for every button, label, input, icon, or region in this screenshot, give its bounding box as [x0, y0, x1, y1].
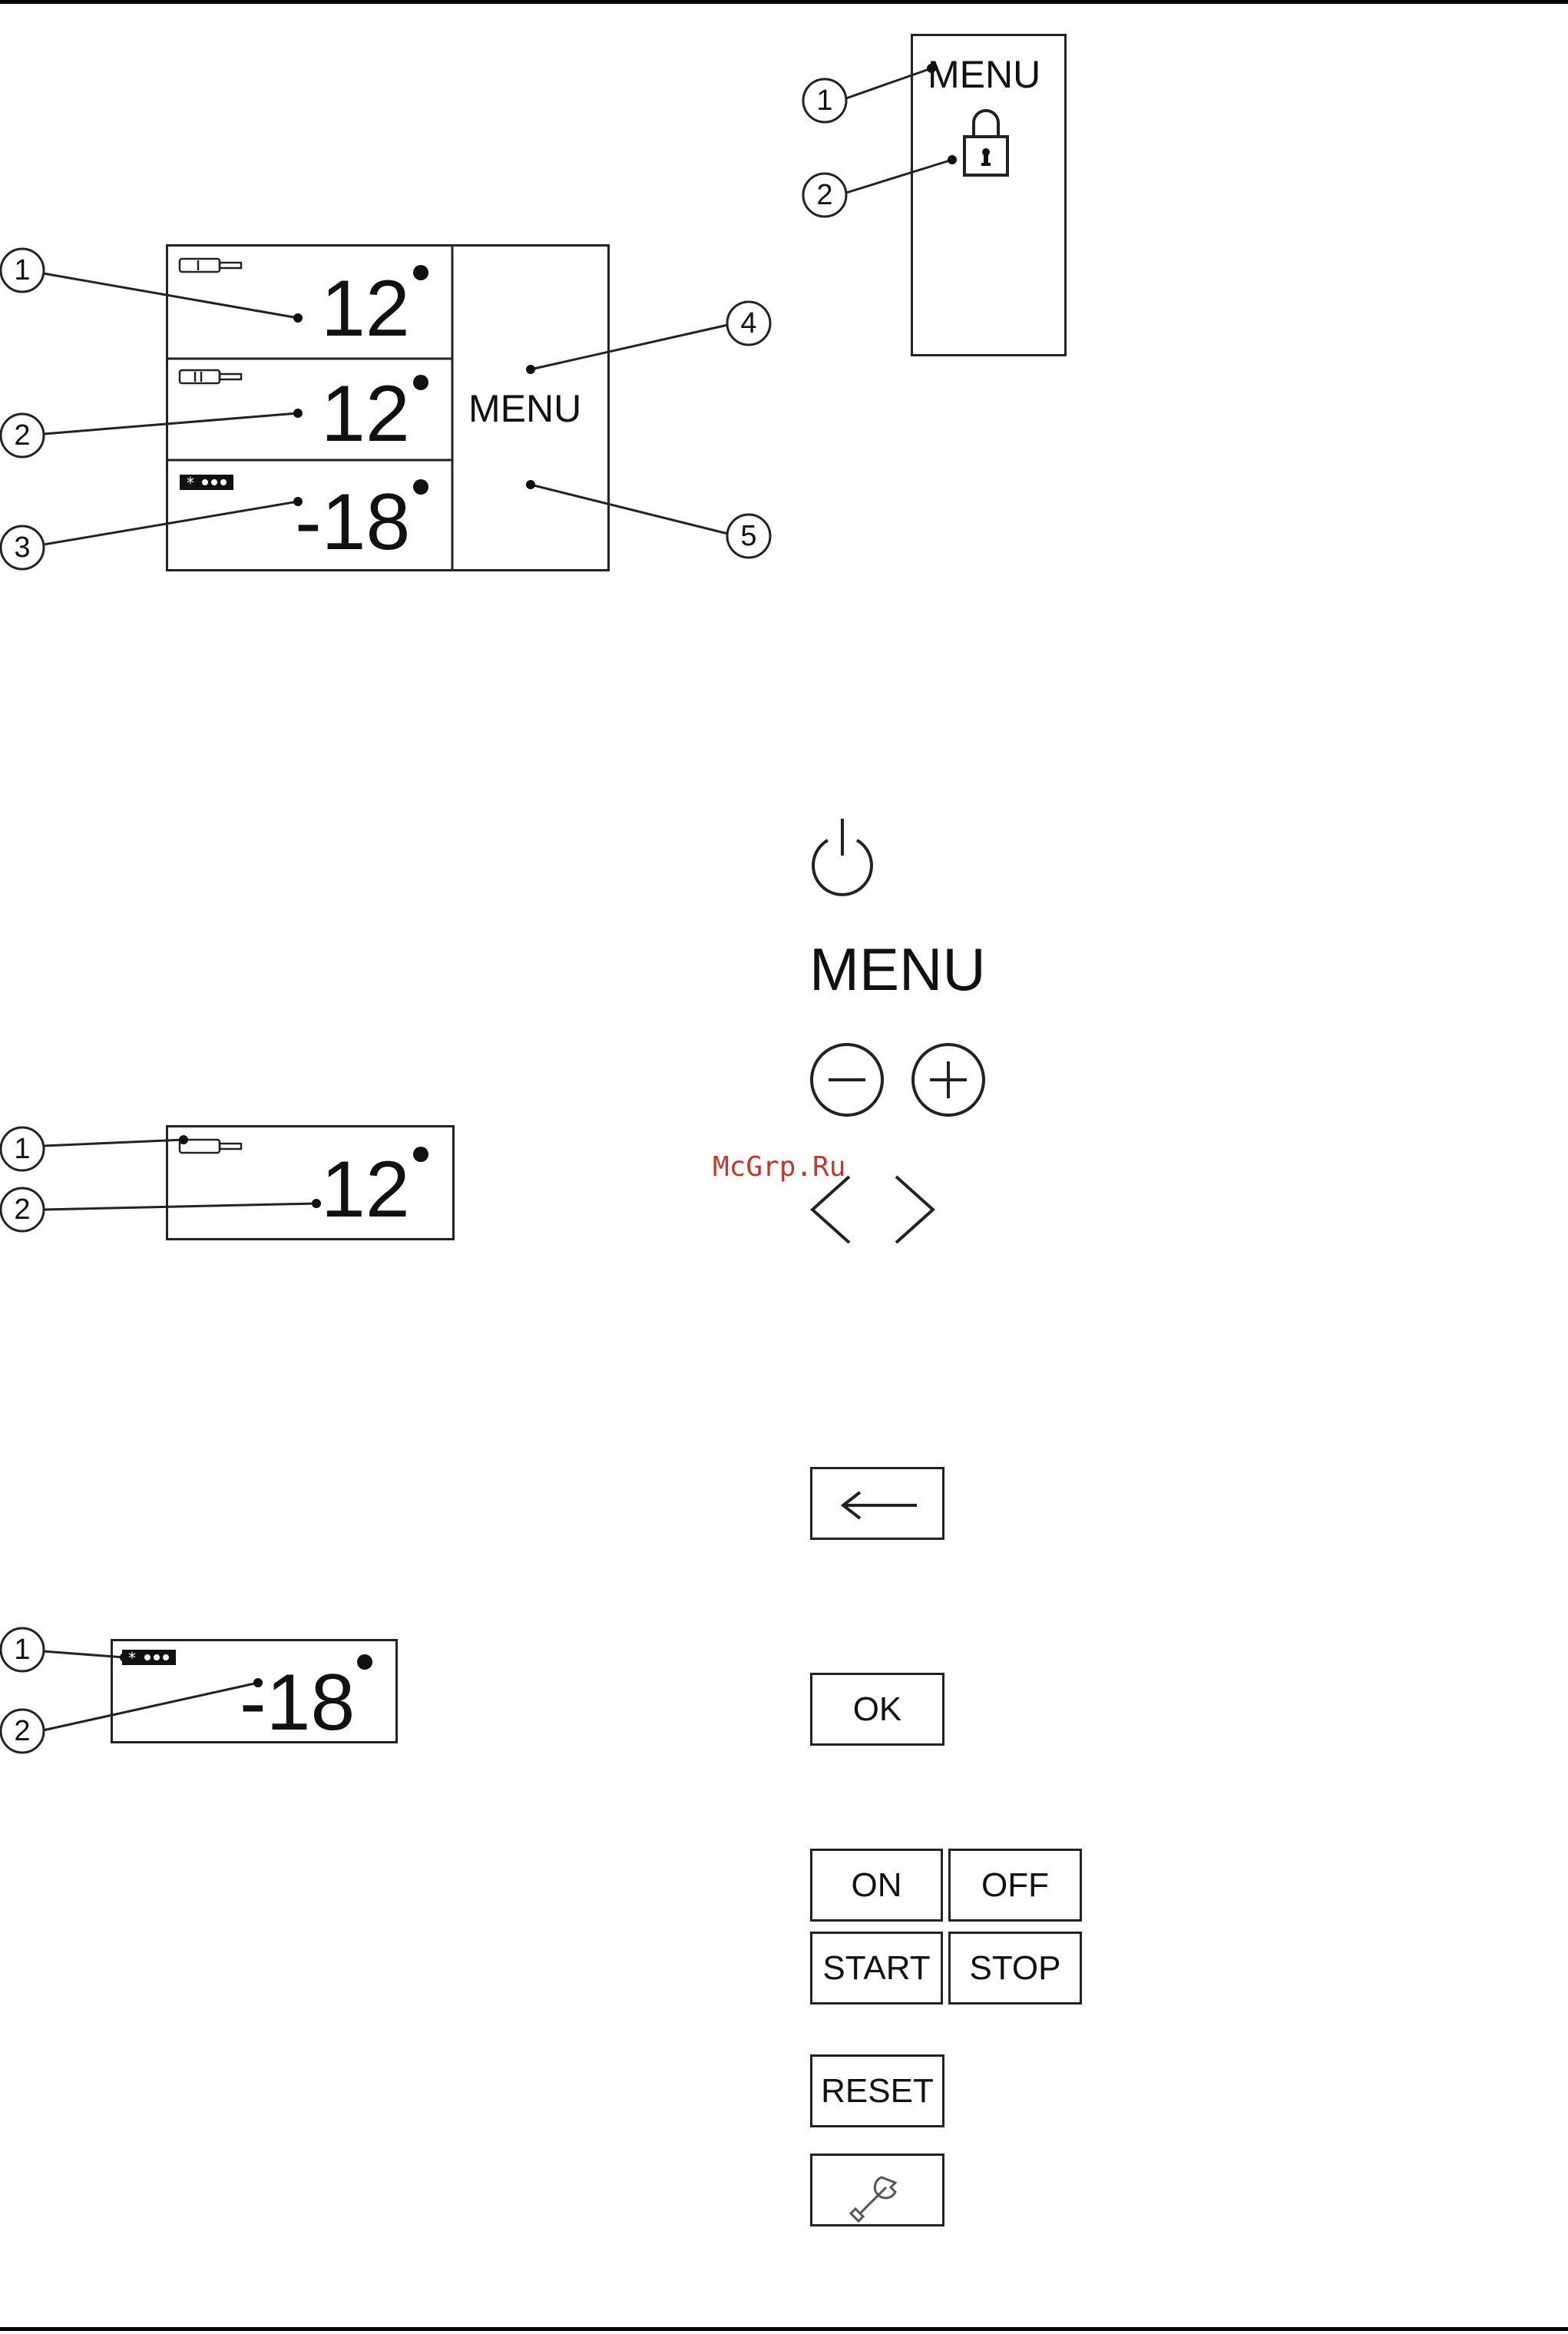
reset-button[interactable]: RESET [810, 2054, 944, 2127]
back-button[interactable] [810, 1467, 944, 1540]
stop-button[interactable]: STOP [948, 1932, 1082, 2005]
on-button[interactable]: ON [810, 1849, 943, 1922]
start-button[interactable]: START [810, 1932, 943, 2005]
service-button[interactable] [810, 2154, 944, 2226]
off-button[interactable]: OFF [948, 1849, 1082, 1922]
watermark: McGrp.Ru [713, 1154, 845, 1181]
ok-button[interactable]: OK [810, 1673, 944, 1746]
arrow-left-icon [812, 1469, 947, 1542]
wrench-icon [812, 2156, 947, 2229]
